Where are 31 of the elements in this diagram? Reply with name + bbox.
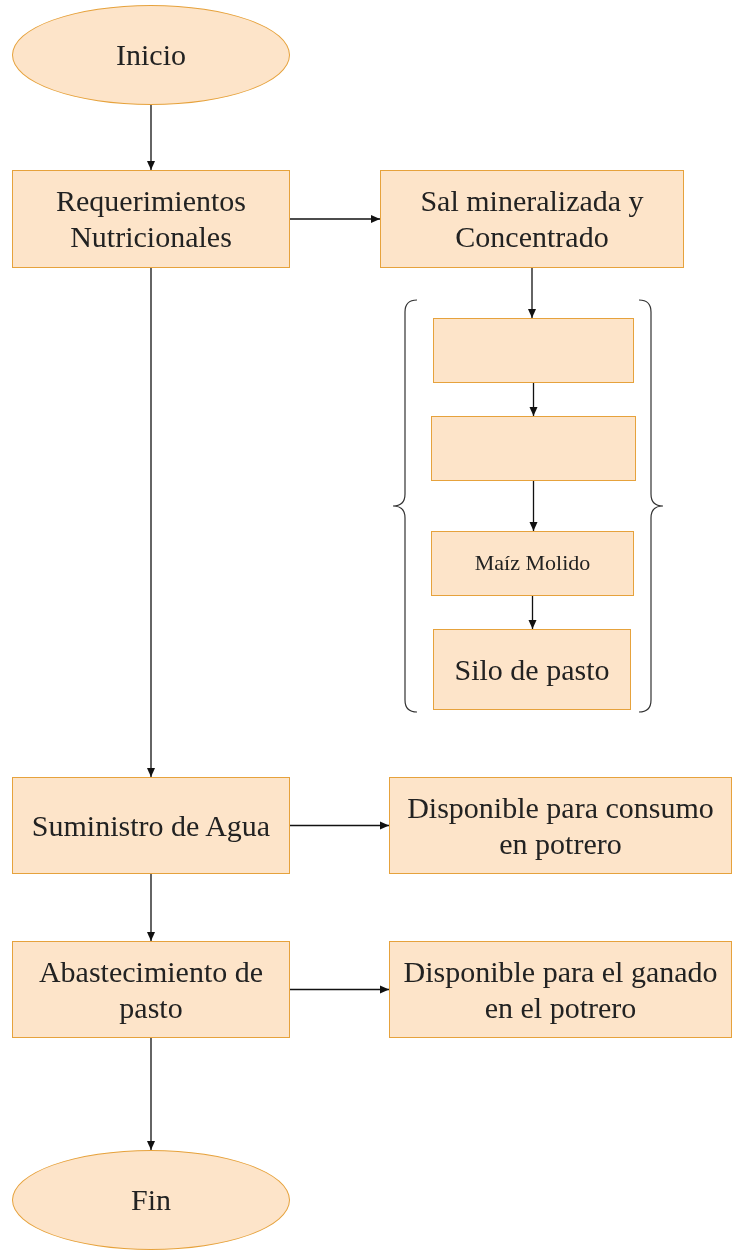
process-box <box>431 531 634 596</box>
node-label: Disponible para el ganado en el potrero <box>402 953 719 1026</box>
arrow <box>528 595 537 630</box>
arrow <box>289 985 390 994</box>
process-box <box>12 941 290 1038</box>
process-box <box>389 777 732 874</box>
arrow <box>147 1037 155 1151</box>
arrow <box>529 480 538 532</box>
node-label: Maíz Molido <box>474 550 591 577</box>
node-label: Fin <box>131 1182 171 1218</box>
node-label: Suministro de Agua <box>31 807 271 844</box>
process-box <box>389 941 732 1038</box>
arrow <box>289 821 390 830</box>
process-box <box>380 170 684 268</box>
node-label: Disponible para consumo en potrero <box>406 789 715 862</box>
arrow <box>529 382 538 417</box>
process-box <box>433 629 631 710</box>
process-box <box>12 777 290 874</box>
process-box <box>431 416 636 481</box>
node-label: Silo de pasto <box>454 651 610 688</box>
arrow <box>528 267 536 319</box>
arrow <box>289 215 381 223</box>
arrow <box>147 104 155 171</box>
process-box <box>12 170 290 268</box>
node-label: Inicio <box>116 37 186 73</box>
arrow <box>147 873 155 942</box>
arrow <box>147 267 155 778</box>
process-box <box>433 318 634 383</box>
node-label: Sal mineralizada y Concentrado <box>419 183 645 255</box>
node-label: Abastecimiento de pasto <box>37 953 265 1026</box>
node-label: Requerimientos Nutricionales <box>55 183 247 255</box>
